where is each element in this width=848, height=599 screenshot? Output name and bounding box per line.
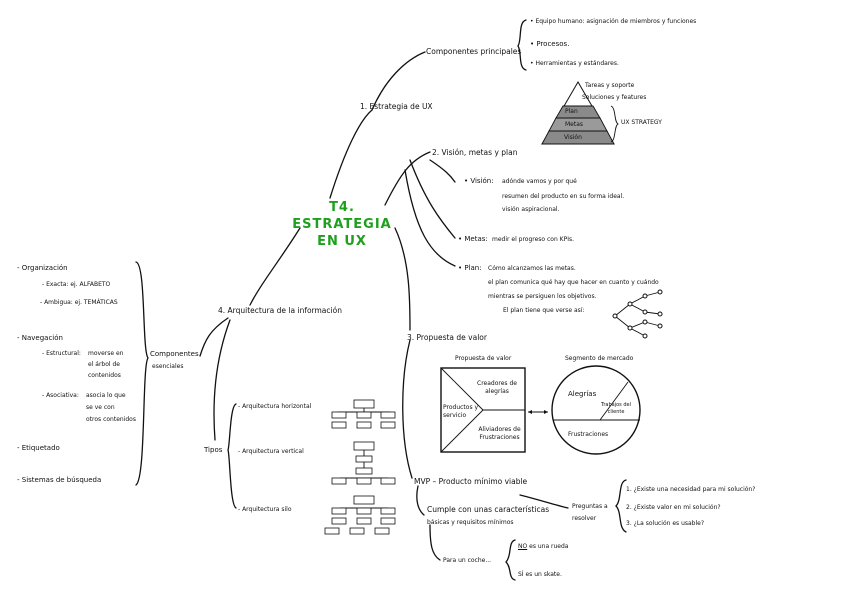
question-2: 2. ¿Existe valor en mi solución? <box>626 504 721 511</box>
arquitectura-heading: 4. Arquitectura de la información <box>218 306 342 315</box>
branch-line-ux <box>329 109 373 199</box>
plan-text-2: el plan comunica qué hay que hacer en cu… <box>488 279 659 286</box>
pyramid-soluciones-label: Soluciones y features <box>582 94 647 101</box>
main-title: T4. ESTRATEGIA EN UX <box>287 199 397 250</box>
componentes-brace <box>135 261 149 486</box>
sub-line-plan <box>404 169 456 267</box>
line-to-preguntas <box>519 494 569 509</box>
tipo-silo: - Arquitectura silo <box>238 506 292 513</box>
tipo-vertical: - Arquitectura vertical <box>238 448 304 455</box>
main-title-line2: EN UX <box>317 234 367 249</box>
plan-label: • Plan: <box>458 264 482 272</box>
creadores-alegrias: Creadores de alegrías <box>477 380 517 395</box>
ux-item-procesos: • Procesos. <box>530 40 570 48</box>
metas-text: medir el progreso con KPIs. <box>492 236 575 243</box>
branch-line-vision <box>384 151 431 206</box>
plan-text-3: mientras se persiguen los objetivos. <box>488 293 597 300</box>
ux-items-brace <box>517 19 527 71</box>
plan-text-4: El plan tiene que verse así: <box>503 307 585 314</box>
sub-line-componentes <box>199 317 229 357</box>
vision-text-2: resumen del producto en su forma ideal. <box>502 193 625 200</box>
vision-label: • Visión: <box>464 177 494 185</box>
horizontal-architecture-diagram <box>331 399 396 429</box>
mvp-heading: MVP – Producto mínimo viable <box>414 477 528 486</box>
ux-item-herramientas: • Herramientas y estándares. <box>530 60 619 67</box>
cumple-text-2: básicas y requisitos mínimos <box>427 519 514 526</box>
pyramid-metas-label: Metas <box>565 121 584 128</box>
no-emphasis: NO <box>518 543 528 550</box>
cumple-text-1: Cumple con unas características <box>427 505 550 514</box>
pyramid-vision-label: Visión <box>564 134 582 141</box>
branch-line-propuesta <box>394 227 411 331</box>
ux-componentes-heading: Componentes principales <box>426 47 522 56</box>
navegacion-label: - Navegación <box>17 334 63 342</box>
estructural-text-1: moverse en <box>88 350 124 357</box>
no-rueda-text: NO es una rueda <box>518 543 569 551</box>
plan-text-1: Cómo alcanzamos las metas. <box>488 265 576 272</box>
preguntas-brace <box>615 479 627 533</box>
componentes-esenciales-1: Componentes <box>150 350 199 358</box>
alegrias-label: Alegrías <box>568 390 597 398</box>
sub-line-para <box>429 524 441 561</box>
plan-tree-diagram <box>612 289 663 339</box>
metas-label: • Metas: <box>458 235 488 243</box>
asociativa-text-1: asocia lo que <box>86 392 126 399</box>
sub-line-cumple <box>416 485 425 516</box>
preguntas-label-1: Preguntas a <box>572 503 608 510</box>
etiquetado-label: - Etiquetado <box>17 444 60 452</box>
estructural-label: - Estructural: <box>42 350 81 357</box>
sub-line-tipos <box>213 319 231 441</box>
value-proposition-canvas <box>440 365 641 455</box>
vision-heading: 2. Visión, metas y plan <box>432 148 518 157</box>
sistemas-busqueda-label: - Sistemas de búsqueda <box>17 476 102 484</box>
para-brace <box>505 539 516 581</box>
asociativa-text-3: otros contenidos <box>86 416 136 423</box>
sub-line-vision <box>429 159 456 183</box>
sub-line-metas <box>409 159 456 239</box>
ambigua-label: - Ambigua: ej. TEMÁTICAS <box>40 299 118 306</box>
silo-architecture-diagram <box>324 495 396 535</box>
ux-strategy-heading: 1. Estrategia de UX <box>360 102 433 111</box>
ux-strategy-pyramid <box>541 81 620 145</box>
pyramid-plan-label: Plan <box>565 108 578 115</box>
componentes-esenciales-2: esenciales <box>152 363 184 370</box>
frustraciones-label: Frustraciones <box>568 431 609 438</box>
estructural-text-3: contenidos <box>88 372 121 379</box>
para-coche-label: Para un coche... <box>443 557 492 564</box>
asociativa-text-2: se ve con <box>86 404 115 411</box>
pyramid-tareas-label: Tareas y soporte <box>585 82 635 89</box>
vertical-architecture-diagram <box>331 441 396 485</box>
productos-servicio: Productos y servicio <box>443 404 479 419</box>
trabajos-cliente-label: Trabajos del cliente <box>601 402 631 415</box>
question-1: 1. ¿Existe una necesidad para mi solució… <box>626 486 756 493</box>
exacta-label: - Exacta: ej. ALFABETO <box>42 281 111 288</box>
segmento-mercado-title: Segmento de mercado <box>565 355 634 362</box>
tipos-label: Tipos <box>204 446 223 454</box>
preguntas-label-2: resolver <box>572 515 597 522</box>
no-rueda-rest: es una rueda <box>527 543 569 550</box>
si-skate-text: SÍ es un skate. <box>518 571 562 578</box>
propuesta-heading: 3. Propuesta de valor <box>407 333 487 342</box>
estructural-text-2: el árbol de <box>88 361 120 368</box>
organizacion-label: - Organización <box>17 264 68 272</box>
tipos-brace <box>227 403 237 509</box>
branch-line-mvp <box>402 339 413 479</box>
branch-line-componentes <box>371 51 426 111</box>
question-3: 3. ¿La solución es usable? <box>626 520 705 527</box>
branch-line-arquitectura <box>249 227 301 306</box>
aliviadores-frustraciones: Aliviadores de Frustraciones <box>478 426 521 441</box>
propuesta-box-title: Propuesta de valor <box>455 355 512 362</box>
ux-strategy-label: UX STRATEGY <box>621 119 662 126</box>
asociativa-label: - Asociativa: <box>42 392 79 399</box>
vision-text-3: visión aspiracional. <box>502 206 560 213</box>
tipo-horizontal: - Arquitectura horizontal <box>238 403 312 410</box>
vision-text-1: adónde vamos y por qué <box>502 178 577 185</box>
ux-item-equipo: • Equipo humano: asignación de miembros … <box>530 18 697 25</box>
main-title-line1: T4. ESTRATEGIA <box>292 200 392 232</box>
